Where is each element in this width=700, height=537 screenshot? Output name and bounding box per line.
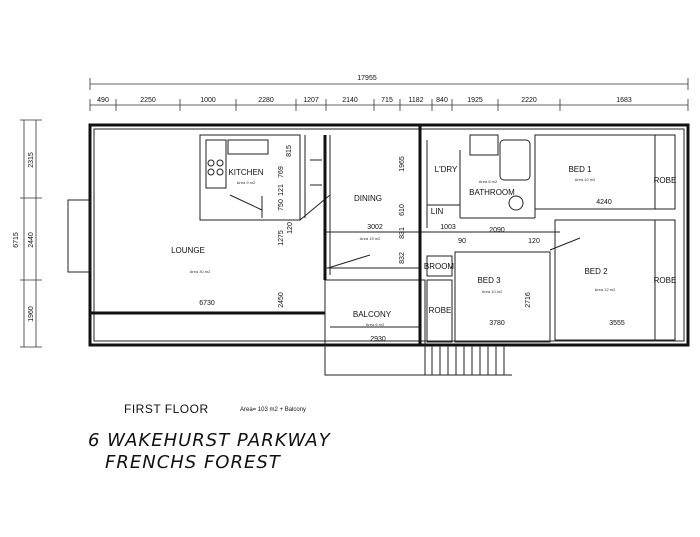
floor-area: Area= 103 m2 + Balcony xyxy=(240,407,307,413)
room-label-bed1: BED 1 xyxy=(568,165,592,174)
segment-dimension: 490 xyxy=(97,97,109,104)
segment-dimension: 2280 xyxy=(258,97,274,104)
dim-dining-w: 3002 xyxy=(367,224,383,231)
room-label-robe-bed3: ROBE xyxy=(429,306,452,315)
dim-kitchen-e: 120 xyxy=(287,222,294,234)
room-area-bed3: Area 10 m2 xyxy=(482,289,503,294)
stairs xyxy=(431,345,505,375)
room-label-laundry: L'DRY xyxy=(435,165,458,174)
dim-kitchen-d: 750 xyxy=(278,199,285,211)
left-dimension-3: 1960 xyxy=(28,306,35,322)
bed1-outline xyxy=(534,134,656,210)
dim-bed3-w: 3780 xyxy=(489,320,505,327)
dim-lounge-a: 1275 xyxy=(278,230,285,246)
segment-dimension: 1683 xyxy=(616,97,632,104)
dim-kitchen-a: 815 xyxy=(286,145,293,157)
room-label-broom: BROOM xyxy=(424,262,455,271)
segment-dimension: 1000 xyxy=(200,97,216,104)
dim-lounge-w: 6730 xyxy=(199,300,215,307)
room-label-balcony: BALCONY xyxy=(353,310,392,319)
entry-bay xyxy=(67,199,91,273)
dim-bed3-h: 2716 xyxy=(525,292,532,308)
dim-bed1-w: 4240 xyxy=(596,199,612,206)
room-area-lounge: Area 30 m2 xyxy=(190,269,211,274)
left-dimension-2: 2440 xyxy=(28,232,35,248)
overall-dimension: 17955 xyxy=(357,75,377,82)
segment-dimension: 715 xyxy=(381,97,393,104)
segment-dimension: 840 xyxy=(436,97,448,104)
room-label-bed3: BED 3 xyxy=(477,276,501,285)
room-label-lounge: LOUNGE xyxy=(171,246,205,255)
kitchen-outline xyxy=(199,134,301,221)
left-overall-dimension: 6715 xyxy=(13,232,20,248)
segment-dimension: 1207 xyxy=(303,97,319,104)
dim-dining-b: 610 xyxy=(399,204,406,216)
segment-dimension: 1925 xyxy=(467,97,483,104)
dim-lounge-b: 2450 xyxy=(278,292,285,308)
room-area-dining: Area 15 m2 xyxy=(360,236,381,241)
segment-dimension: 2220 xyxy=(521,97,537,104)
room-area-bed1: Area 10 m2 xyxy=(575,177,596,182)
address-line-2: FRENCHS FOREST xyxy=(105,452,281,473)
room-label-bathroom: BATHROOM xyxy=(469,188,515,197)
dim-bed2-w: 3555 xyxy=(609,320,625,327)
room-area-kitchen: Area 9 m2 xyxy=(237,180,256,185)
dim-kitchen-c: 121 xyxy=(278,184,285,196)
floor-label: FIRST FLOOR xyxy=(124,402,209,416)
dim-hall-c: 120 xyxy=(528,238,540,245)
dim-bath-w: 1003 xyxy=(440,224,456,231)
left-dimension-1: 2315 xyxy=(28,152,35,168)
room-label-dining: DINING xyxy=(354,194,382,203)
dim-dining-c: 831 xyxy=(399,227,406,239)
segment-dimension: 2140 xyxy=(342,97,358,104)
bed2-outline xyxy=(554,219,656,341)
room-area-bed2: Area 12 m2 xyxy=(595,287,616,292)
room-label-linen: LIN xyxy=(431,207,444,216)
room-label-bed2: BED 2 xyxy=(584,267,608,276)
room-area-balcony: Area 6 m2 xyxy=(366,322,385,327)
address-line-1: 6 WAKEHURST PARKWAY xyxy=(88,430,331,451)
segment-dimension: 2250 xyxy=(140,97,156,104)
dim-dining-a: 1965 xyxy=(399,156,406,172)
dim-kitchen-b: 769 xyxy=(278,166,285,178)
segment-dimension: 1182 xyxy=(408,97,423,104)
room-area-bathroom: Area 6 m2 xyxy=(479,179,498,184)
dim-balcony-w: 2930 xyxy=(370,336,386,343)
dim-hall-a: 90 xyxy=(458,238,466,245)
room-label-robe-bed1: ROBE xyxy=(654,176,677,185)
room-label-robe-bed2: ROBE xyxy=(654,276,677,285)
bed3-outline xyxy=(454,251,551,343)
dim-dining-d: 832 xyxy=(399,252,406,264)
room-label-kitchen: KITCHEN xyxy=(228,168,263,177)
dim-hall-b: 2090 xyxy=(489,227,505,234)
